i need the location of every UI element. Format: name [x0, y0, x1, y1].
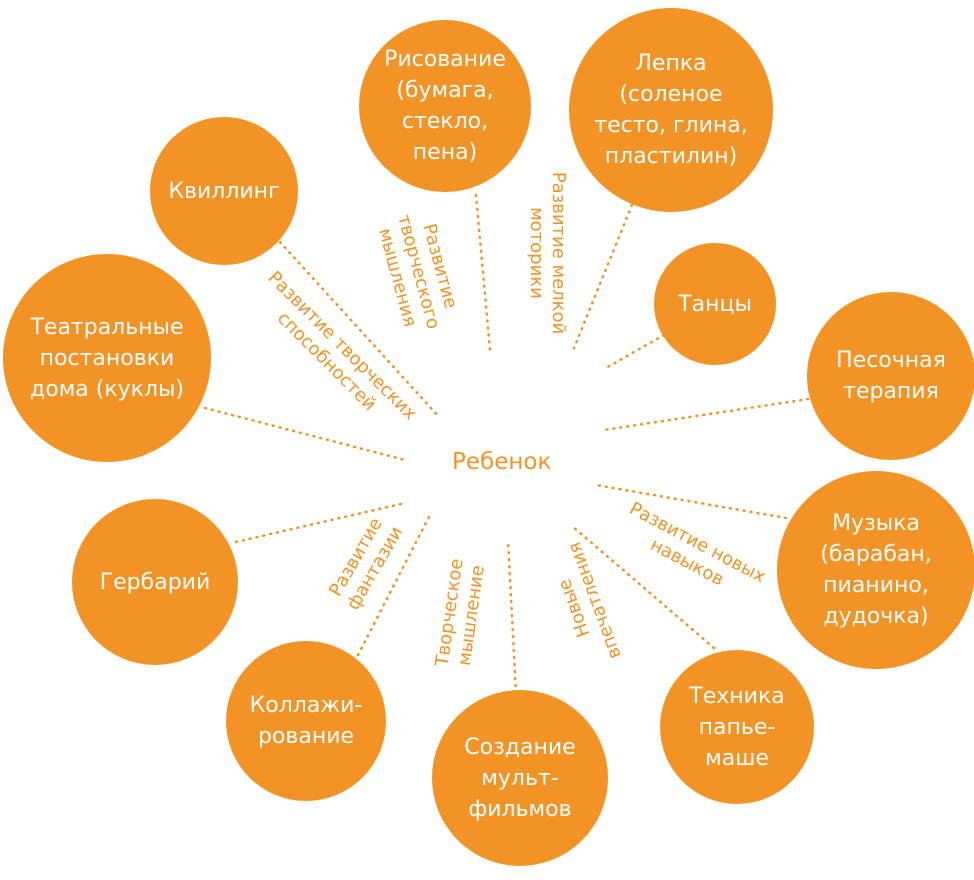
connector-risovanie — [474, 193, 492, 352]
node-label: Театральные постановки дома (куклы) — [30, 314, 184, 402]
node-label: Музыка (барабан, пианино, дудочка) — [820, 511, 932, 629]
node-kollazh: Коллажи- рование — [226, 641, 386, 801]
connector-multfilmy — [506, 538, 518, 695]
connector-pesochnaya — [602, 396, 817, 432]
connector-lepka — [572, 203, 634, 350]
node-papie: Техника папье- маше — [660, 650, 814, 804]
connector-papie — [570, 524, 716, 650]
node-pesochnaya: Песочная терапия — [807, 292, 974, 460]
node-label: Танцы — [678, 291, 752, 317]
connector-tancy — [604, 333, 666, 370]
node-label: Техника папье- маше — [689, 683, 785, 771]
center-label: Ребенок — [452, 449, 552, 475]
node-tancy: Танцы — [654, 243, 776, 365]
node-gerbariy: Гербарий — [72, 499, 238, 665]
node-label: Песочная терапия — [836, 348, 946, 404]
edge-label-melkaya-motorika: Развитие мелкой моторики — [526, 171, 569, 335]
connector-kollazh — [356, 513, 432, 657]
connector-muzyka — [594, 483, 788, 520]
node-label: Лепка (соленое тесто, глина, пластилин) — [594, 51, 748, 169]
node-muzyka: Музыка (барабан, пианино, дудочка) — [777, 471, 974, 669]
node-label: Коллажи- рование — [249, 693, 363, 749]
node-kvilling: Квиллинг — [150, 117, 298, 265]
node-risovanie: Рисование (бумага, стекло, пена) — [359, 20, 531, 192]
node-multfilmy: Создание мульт- фильмов — [432, 690, 608, 866]
node-label: Создание мульт- фильмов — [464, 734, 576, 822]
node-teatr: Театральные постановки дома (куклы) — [3, 254, 211, 462]
connector-gerbariy — [234, 501, 407, 544]
connector-kvilling — [278, 240, 442, 420]
connector-teatr — [203, 406, 407, 462]
node-lepka: Лепка (соленое тесто, глина, пластилин) — [569, 8, 773, 212]
node-label: Гербарий — [99, 569, 211, 595]
node-label: Квиллинг — [168, 178, 280, 204]
node-label: Рисование (бумага, стекло, пена) — [384, 47, 506, 165]
